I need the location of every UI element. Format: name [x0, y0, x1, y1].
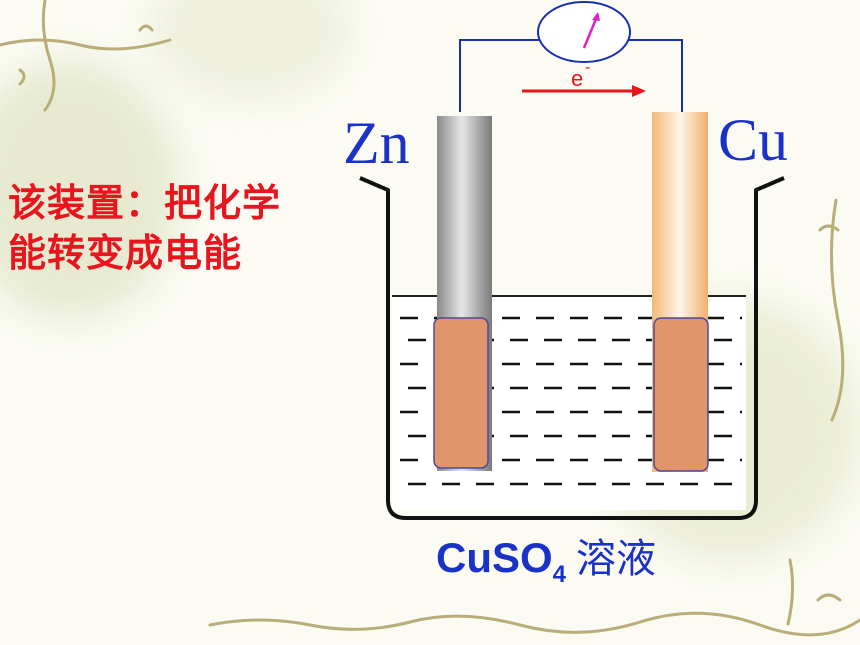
vine-decoration-right: [818, 198, 845, 422]
vine-decoration-bottom: [208, 558, 860, 637]
device-description: 该装置：把化学能转变成电能: [8, 181, 282, 275]
needle-arrowhead: [592, 12, 600, 21]
electron-label: e: [571, 66, 583, 91]
zinc-copper-deposit: [433, 317, 489, 469]
zn-electrode-label: Zn: [343, 110, 410, 176]
solution-formula: CuSO: [436, 534, 553, 581]
electron-arrowhead: [632, 85, 646, 97]
cu-electrode-label: Cu: [718, 107, 788, 173]
copper-deposit: [653, 317, 709, 472]
vine-decoration-top: [0, 0, 172, 112]
electron-charge: -: [585, 59, 590, 76]
solution-name: 溶液: [576, 536, 657, 582]
circuit-wire: [459, 39, 683, 112]
background-blob: [0, 60, 180, 320]
solution-label: CuSO4 溶液: [436, 526, 656, 589]
beaker: [359, 176, 785, 520]
galvanometer: [537, 1, 631, 63]
solution-formula-subscript: 4: [552, 561, 567, 588]
